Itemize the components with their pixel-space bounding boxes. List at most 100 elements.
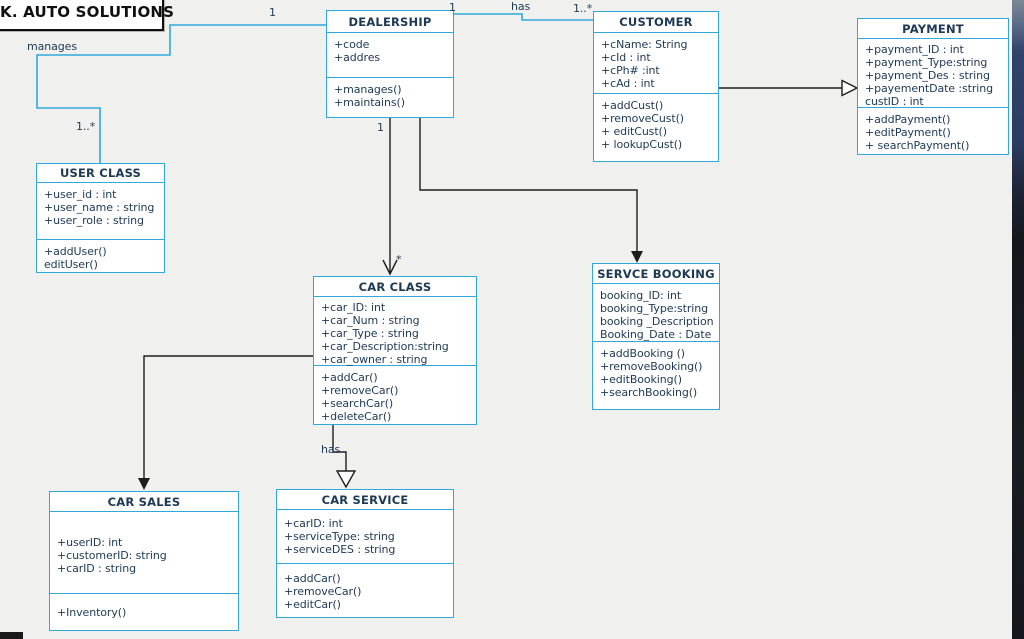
member-text: +addUser() — [44, 245, 107, 258]
member-text: +car_owner : string — [321, 353, 428, 366]
member-text: booking_ID: int — [600, 289, 682, 302]
hollow-arrowhead-right-icon — [841, 79, 859, 97]
generalization-carclass-carservice[interactable] — [332, 425, 357, 489]
member-text: +cAd : int — [601, 77, 655, 90]
class-title: SERVCE BOOKING — [593, 264, 719, 284]
association-label-has-customer: has — [511, 0, 531, 13]
class-attributes: +payment_ID : int+payment_Type:string+pa… — [858, 39, 1008, 108]
filled-arrowhead-down-icon — [138, 478, 150, 490]
member-text: +editPayment() — [865, 126, 951, 139]
bottom-left-dark-patch — [0, 632, 23, 639]
member-text: +addBooking () — [600, 347, 685, 360]
class-methods: +addPayment()+editPayment()+ searchPayme… — [858, 108, 1008, 152]
member-text: +searchCar() — [321, 397, 394, 410]
class-car-class[interactable]: CAR CLASS +car_ID: int+car_Num : string+… — [313, 276, 477, 425]
open-arrowhead-down-icon — [382, 259, 398, 276]
class-user-class[interactable]: USER CLASS +user_id : int+user_name : st… — [36, 163, 165, 273]
class-methods: +addUser()editUser() — [37, 240, 164, 271]
class-methods: +Inventory() — [50, 594, 238, 619]
member-text: +addCar() — [284, 572, 341, 585]
filled-arrowhead-down-icon — [631, 251, 643, 263]
member-text: +addPayment() — [865, 113, 951, 126]
member-text: +payment_ID : int — [865, 43, 964, 56]
member-text: booking_Type:string — [600, 302, 708, 315]
member-text: + editCust() — [601, 125, 667, 138]
member-text: +deleteCar() — [321, 410, 392, 423]
association-has-customer[interactable] — [453, 13, 593, 21]
member-text: +addCar() — [321, 371, 378, 384]
member-text: +car_Description:string — [321, 340, 449, 353]
multiplicity-customer: 1..* — [573, 2, 593, 15]
member-text: +removeCust() — [601, 112, 684, 125]
member-text: booking _Description — [600, 315, 714, 328]
class-attributes: +code+addres — [327, 33, 453, 78]
class-attributes: +car_ID: int+car_Num : string+car_Type :… — [314, 297, 476, 366]
class-methods: +addBooking ()+removeBooking()+editBooki… — [593, 342, 719, 399]
class-title: CUSTOMER — [594, 12, 718, 33]
member-text: +maintains() — [334, 96, 405, 109]
multiplicity-dealership-manages: 1 — [269, 6, 276, 19]
class-title: CAR SERVICE — [277, 490, 453, 510]
class-methods: +addCar()+removeCar()+searchCar()+delete… — [314, 366, 476, 423]
generalization-customer-payment[interactable] — [719, 79, 859, 97]
member-text: +customerID: string — [57, 549, 167, 562]
member-text: +Inventory() — [57, 606, 127, 619]
member-text: +car_Num : string — [321, 314, 420, 327]
member-text: Booking_Date : Date — [600, 328, 712, 341]
member-text: +userID: int — [57, 536, 123, 549]
hollow-arrowhead-down-icon — [335, 470, 357, 489]
member-text: editUser() — [44, 258, 98, 271]
member-text: + searchPayment() — [865, 139, 970, 152]
member-text: +removeCar() — [321, 384, 399, 397]
member-text: +cId : int — [601, 51, 651, 64]
member-text: + lookupCust() — [601, 138, 683, 151]
class-title: CAR SALES — [50, 492, 238, 512]
member-text: +addCust() — [601, 99, 664, 112]
member-text: +searchBooking() — [600, 386, 698, 399]
member-text: +car_Type : string — [321, 327, 419, 340]
member-text: +cName: String — [601, 38, 688, 51]
class-car-sales[interactable]: CAR SALES +userID: int+customerID: strin… — [49, 491, 239, 631]
class-methods: +addCust()+removeCust()+ editCust()+ loo… — [594, 94, 718, 151]
multiplicity-userclass: 1..* — [76, 120, 96, 133]
member-text: +editBooking() — [600, 373, 682, 386]
class-title: CAR CLASS — [314, 277, 476, 297]
association-carclass-carsales[interactable] — [138, 355, 313, 490]
association-dealership-carclass[interactable] — [382, 118, 398, 276]
class-title: DEALERSHIP — [327, 11, 453, 33]
diagram-title-box: K. AUTO SOLUTIONS — [0, 0, 174, 31]
member-text: +manages() — [334, 83, 402, 96]
multiplicity-carclass: * — [396, 253, 402, 266]
member-text: +cPh# :int — [601, 64, 660, 77]
member-text: +car_ID: int — [321, 301, 386, 314]
class-attributes: +user_id : int+user_name : string+user_r… — [37, 183, 164, 240]
member-text: +carID: int — [284, 517, 343, 530]
member-text: +removeBooking() — [600, 360, 703, 373]
member-text: +code — [334, 38, 370, 51]
class-title: PAYMENT — [858, 19, 1008, 39]
member-text: +serviceDES : string — [284, 543, 396, 556]
class-car-service[interactable]: CAR SERVICE +carID: int+serviceType: str… — [276, 489, 454, 618]
class-customer[interactable]: CUSTOMER +cName: String+cId : int+cPh# :… — [593, 11, 719, 162]
class-payment[interactable]: PAYMENT +payment_ID : int+payment_Type:s… — [857, 18, 1009, 155]
association-manages[interactable] — [36, 24, 326, 163]
class-methods: +manages()+maintains() — [327, 78, 453, 109]
member-text: +payment_Des : string — [865, 69, 990, 82]
member-text: +payment_Type:string — [865, 56, 988, 69]
class-dealership[interactable]: DEALERSHIP +code+addres +manages()+maint… — [326, 10, 454, 118]
member-text: +user_role : string — [44, 214, 144, 227]
class-attributes: +carID: int+serviceType: string+serviceD… — [277, 510, 453, 564]
member-text: +removeCar() — [284, 585, 362, 598]
diagram-title: K. AUTO SOLUTIONS — [0, 3, 175, 21]
association-dealership-booking[interactable] — [419, 118, 643, 263]
class-attributes: +userID: int+customerID: string+carID : … — [50, 512, 238, 594]
class-attributes: +cName: String+cId : int+cPh# :int+cAd :… — [594, 33, 718, 94]
member-text: +user_name : string — [44, 201, 155, 214]
member-text: +addres — [334, 51, 381, 64]
member-text: +serviceType: string — [284, 530, 395, 543]
association-label-manages: manages — [27, 40, 77, 53]
